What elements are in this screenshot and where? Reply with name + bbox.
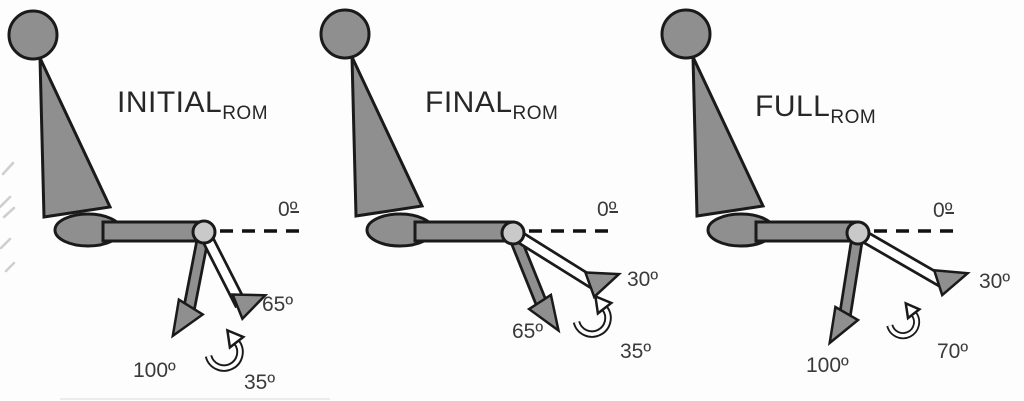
flexed-leg-arrowhead-icon	[526, 292, 561, 334]
left-edge-artifact	[0, 161, 16, 273]
range-angle-label: 35º	[244, 371, 275, 394]
thigh	[101, 220, 206, 243]
thigh	[754, 220, 860, 243]
figure-final-rom: FINALROM 0º 65º 30º 35º	[319, 8, 658, 363]
torso	[691, 56, 766, 218]
flexed-leg	[171, 230, 211, 339]
knee-joint	[191, 219, 217, 245]
extended-leg	[854, 227, 971, 298]
rotation-arrow-icon	[572, 294, 614, 338]
extended-leg-arrowhead-icon	[583, 271, 623, 300]
flexed-leg	[827, 231, 865, 347]
torso	[350, 56, 425, 218]
figure-initial-rom: INITIALROM 0º 100º 65º 35º	[7, 9, 304, 394]
extended-leg-arrowhead-icon	[230, 293, 269, 321]
head	[7, 9, 59, 61]
rotation-arrow-icon	[204, 328, 246, 372]
knee-joint	[845, 220, 871, 246]
extended-angle-label: 30º	[627, 268, 658, 291]
knee-joint	[500, 220, 526, 246]
zero-reference-label: 0º	[278, 198, 298, 221]
rotation-arrow-icon	[886, 301, 922, 340]
zero-reference-label: 0º	[597, 198, 617, 221]
flexed-leg-arrowhead-icon	[827, 305, 861, 347]
range-angle-label: 70º	[937, 340, 968, 363]
zero-reference-label: 0º	[933, 199, 953, 222]
torso	[38, 57, 113, 219]
flexed-angle-label: 100º	[133, 359, 176, 382]
flexed-leg-arrowhead-icon	[171, 297, 205, 339]
flexed-angle-label: 65º	[512, 320, 543, 343]
extended-angle-label: 30º	[979, 270, 1010, 293]
head	[660, 8, 712, 60]
flexed-leg	[506, 230, 561, 334]
flexed-angle-label: 100º	[806, 354, 849, 377]
extended-leg	[197, 228, 269, 321]
head	[319, 8, 371, 60]
extended-leg	[509, 227, 623, 300]
figure-title: INITIALROM	[117, 86, 268, 124]
extended-leg-arrowhead-icon	[932, 268, 971, 298]
thigh	[413, 220, 515, 243]
figure-title: FULLROM	[755, 90, 876, 128]
figure-title: FINALROM	[425, 86, 558, 124]
figure-full-rom: FULLROM 0º 100º 30º 70º	[660, 8, 1010, 377]
range-angle-label: 35º	[620, 340, 651, 363]
extended-angle-label: 65º	[262, 293, 293, 316]
